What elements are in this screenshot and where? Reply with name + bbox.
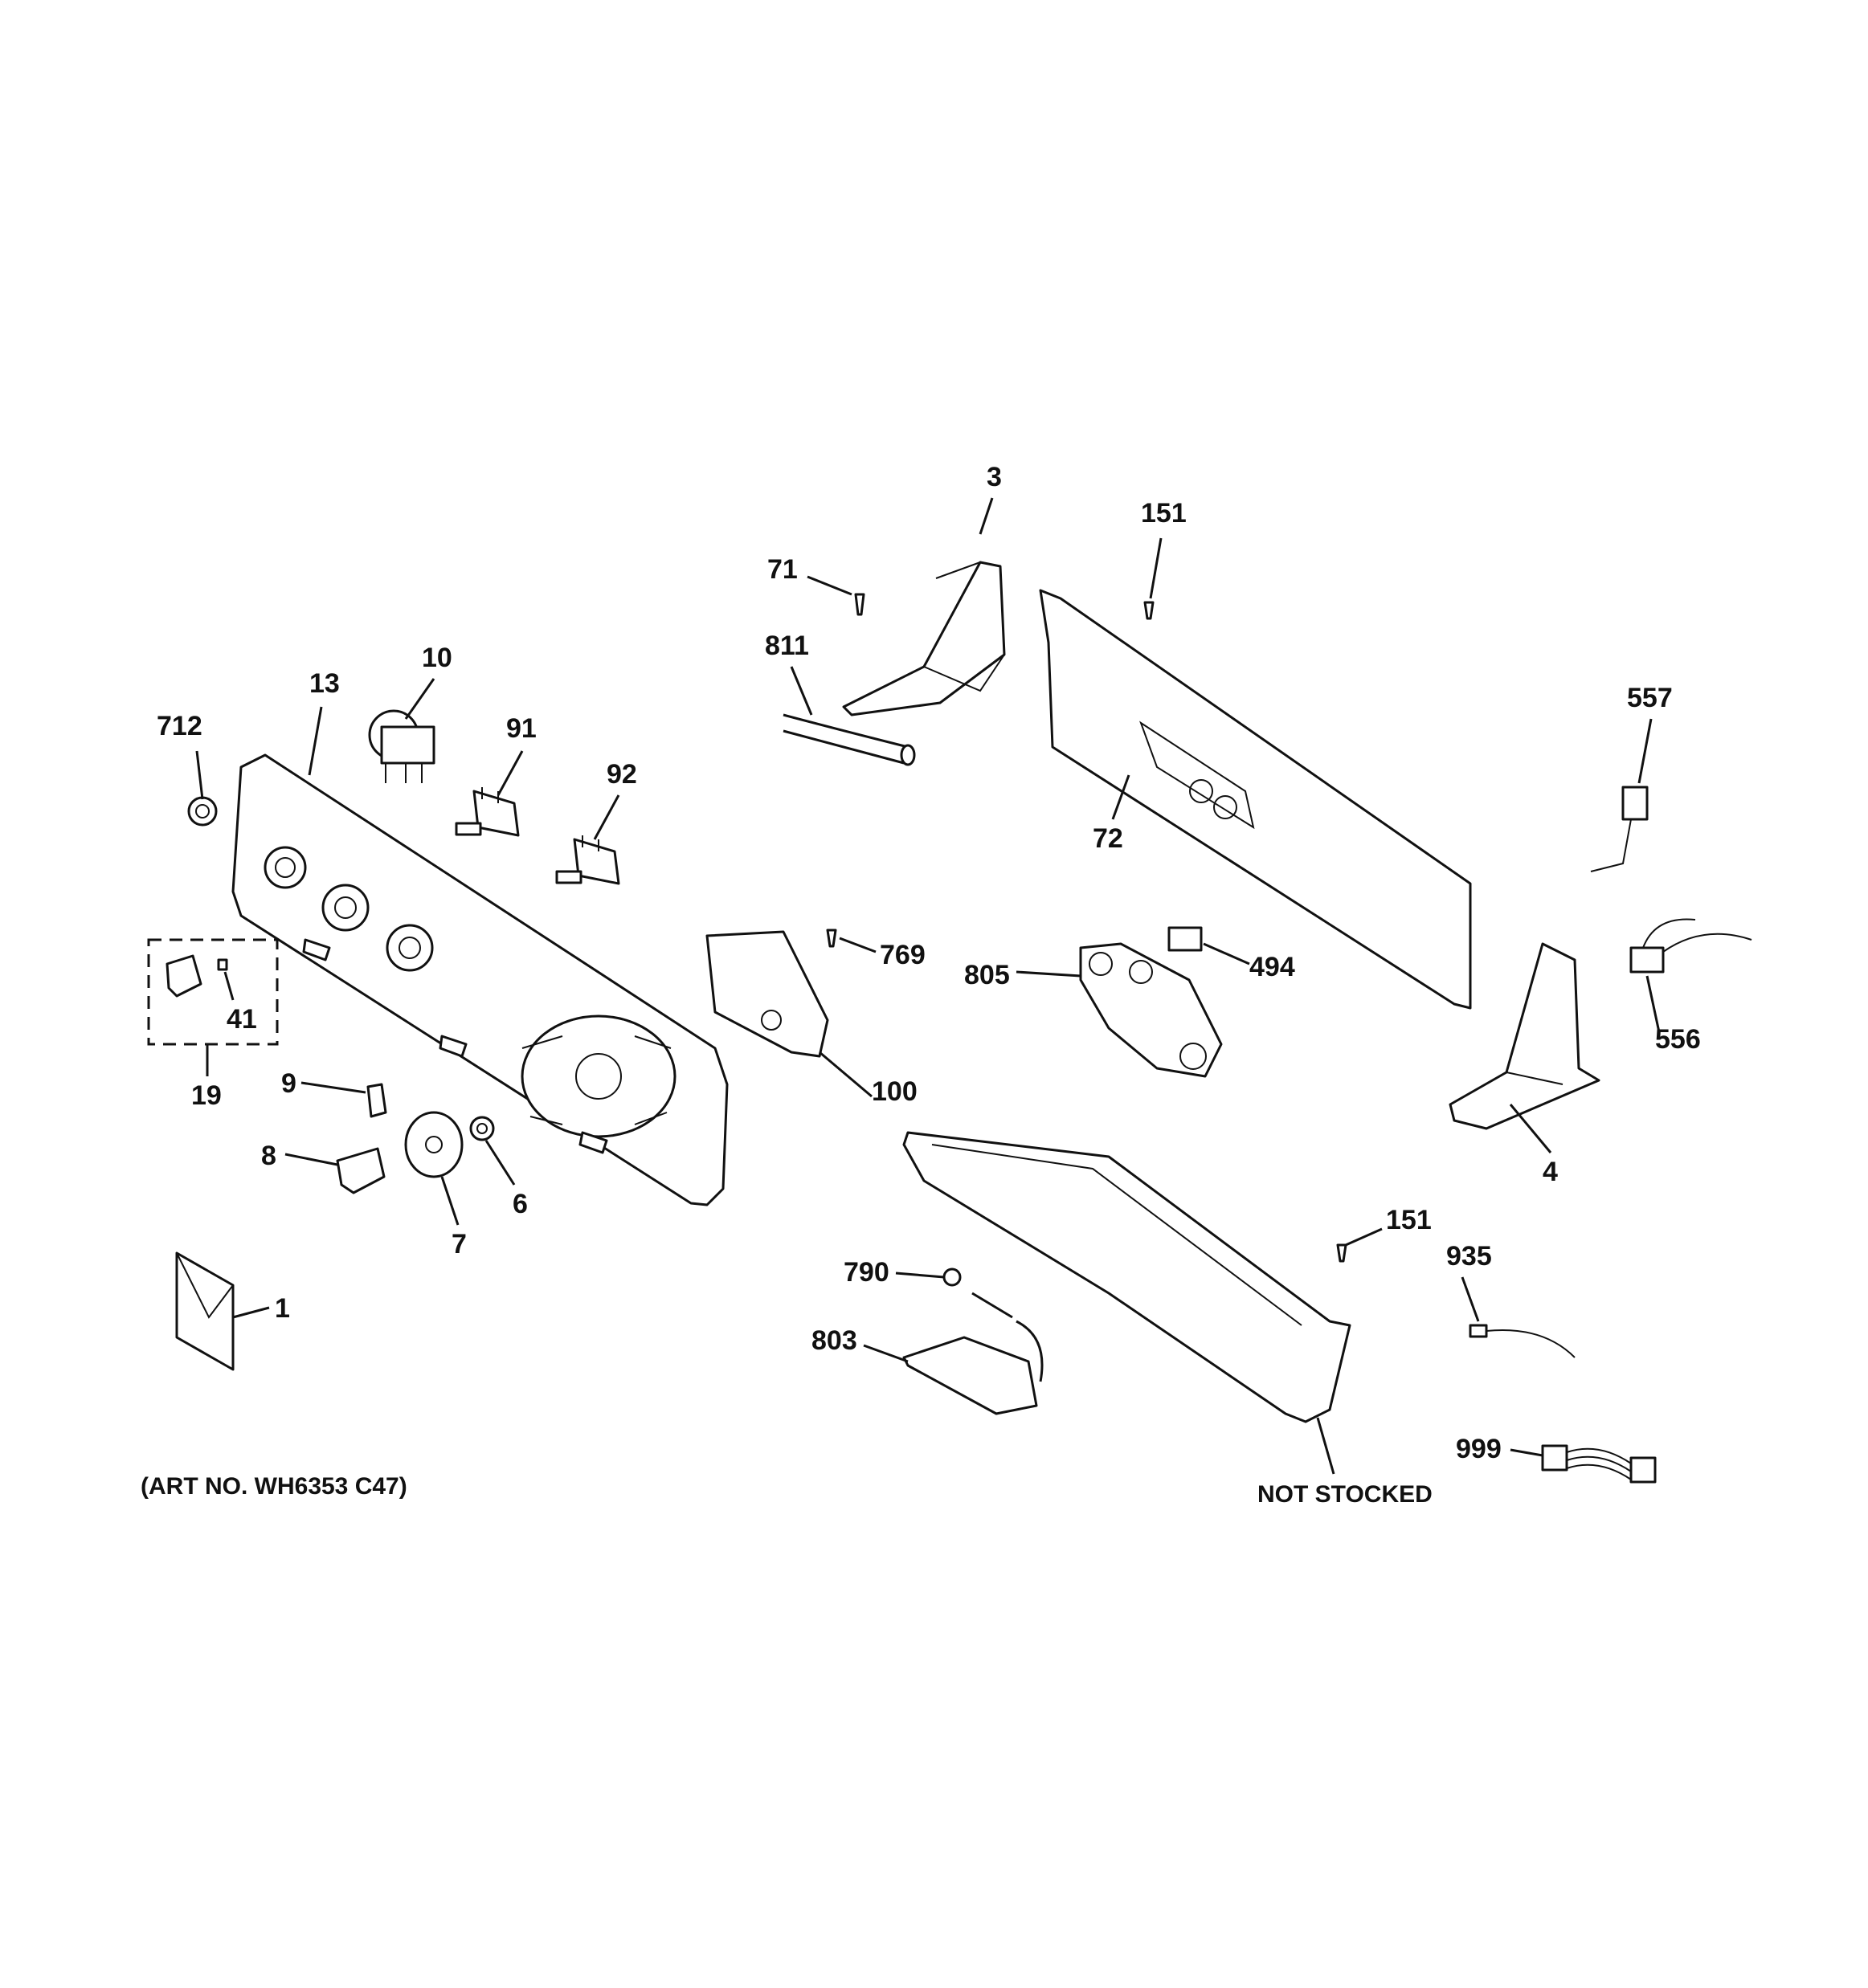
callout-19: 19: [191, 1080, 222, 1111]
callout-999: 999: [1456, 1434, 1502, 1464]
callout-100: 100: [872, 1076, 918, 1107]
knob-assembly-19: [147, 938, 279, 1046]
callout-1: 1: [275, 1293, 290, 1324]
literature-1: [175, 1251, 235, 1371]
callout-805: 805: [964, 960, 1010, 990]
harness-999: [1541, 1444, 1657, 1484]
end-cap-4: [1449, 942, 1600, 1130]
callout-811: 811: [765, 631, 809, 661]
leader-lines: [195, 497, 1661, 1475]
callout-71: 71: [767, 554, 798, 585]
knob-8: [336, 1147, 386, 1194]
callout-13: 13: [309, 668, 340, 699]
bracket-3: [842, 561, 1006, 716]
wire-935: [1469, 1324, 1576, 1358]
callout-803: 803: [811, 1325, 857, 1356]
callout-556: 556: [1655, 1024, 1701, 1055]
callout-712: 712: [157, 711, 202, 741]
note-not-stocked: NOT STOCKED: [1257, 1481, 1433, 1508]
water-valve-805: [1079, 942, 1223, 1078]
clip-9: [366, 1083, 387, 1118]
cord-557: [1590, 786, 1649, 872]
screw-71: [854, 593, 865, 616]
control-panel: [231, 753, 729, 1206]
knob-ring-712: [187, 796, 218, 827]
callout-6: 6: [513, 1189, 528, 1219]
callout-769: 769: [880, 940, 926, 970]
callout-10: 10: [422, 643, 452, 673]
harness-556: [1629, 918, 1752, 974]
inlet-803: [902, 1320, 1044, 1415]
screw-151-bottom: [1336, 1243, 1347, 1263]
callout-494: 494: [1249, 952, 1295, 982]
callout-557: 557: [1627, 683, 1673, 713]
callout-92: 92: [607, 759, 637, 790]
timer-100: [705, 930, 829, 1058]
callout-790: 790: [844, 1257, 889, 1288]
callout-labels: 712 13 10 91 92 41 19 9 8 7 6 1 3 71 811…: [141, 462, 1701, 1508]
callout-72: 72: [1093, 823, 1123, 854]
callout-3: 3: [987, 462, 1002, 492]
dial-7: [404, 1111, 464, 1178]
note-art-number: (ART NO. WH6353 C47): [141, 1473, 407, 1500]
screw-769: [826, 929, 837, 948]
callout-8: 8: [261, 1141, 276, 1171]
callout-151-top: 151: [1141, 498, 1187, 529]
lower-bracket: [902, 1131, 1351, 1423]
callout-935: 935: [1446, 1241, 1492, 1272]
callout-7: 7: [452, 1229, 467, 1259]
hose-811: [783, 713, 916, 766]
callout-41: 41: [227, 1004, 257, 1035]
connector-494: [1167, 926, 1203, 952]
callout-91: 91: [506, 713, 537, 744]
callout-151-bottom: 151: [1386, 1205, 1432, 1235]
nut-6: [469, 1116, 495, 1141]
screw-151-top: [1143, 601, 1155, 620]
callout-9: 9: [281, 1068, 296, 1099]
switch-91: [455, 787, 520, 837]
callout-4: 4: [1543, 1157, 1558, 1187]
switch-10: [368, 709, 435, 783]
switch-92: [555, 835, 620, 885]
clamp-790: [942, 1268, 962, 1287]
backsplash-72: [1039, 589, 1472, 1010]
